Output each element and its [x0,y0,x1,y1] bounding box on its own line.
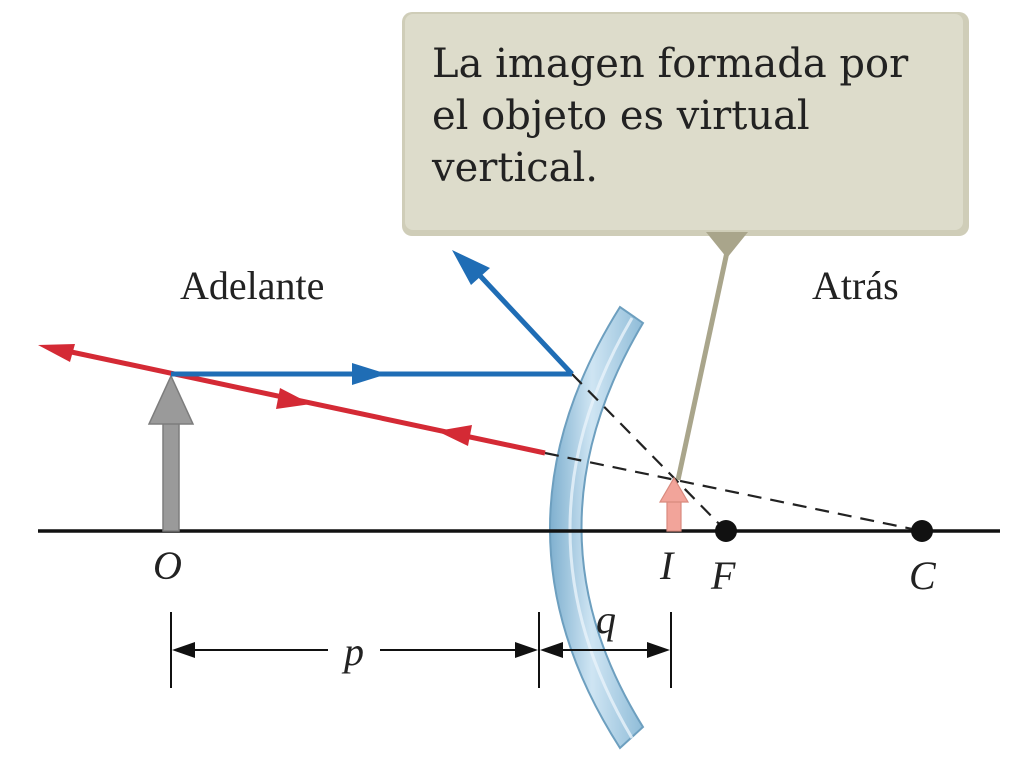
focal-point-dot [715,520,737,542]
callout-line-1: La imagen formada por [432,41,909,87]
callout-box [402,12,969,481]
blue-ray [171,250,574,385]
object-label: O [153,543,182,588]
blue-ray-arrowhead-reflected [452,250,490,285]
callout-line-3: vertical. [432,145,599,191]
callout-line-2: el objeto es virtual [432,93,810,139]
blue-ray-arrowhead-forward [352,363,387,385]
image-arrow [658,476,690,532]
callout-text: La imagen formada por el objeto es virtu… [432,38,952,194]
object-distance-label: p [344,629,364,674]
dashed-extensions [544,373,923,533]
front-region-label: Adelante [180,263,325,308]
callout-pointer-line [675,251,730,481]
red-ray [38,344,546,456]
callout-pointer-tip [706,232,748,258]
focal-point-label: F [711,553,736,598]
image-distance-label: q [596,597,616,642]
back-region-label: Atrás [812,263,899,308]
center-point-label: C [909,553,936,598]
center-point-dot [911,520,933,542]
red-ray-arrowhead-back [437,425,472,446]
distance-markers [170,612,672,688]
red-ray-arrowhead-forward [276,388,311,409]
image-label: I [660,543,674,588]
red-ray-arrowhead-left [38,344,75,362]
object-arrow [147,374,195,532]
